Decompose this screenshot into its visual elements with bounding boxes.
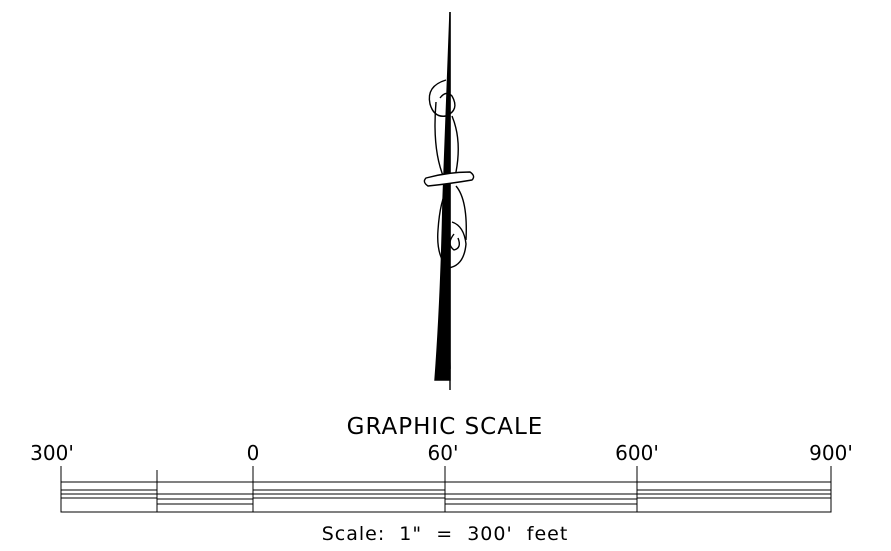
scale-segment <box>445 493 637 505</box>
scale-title: GRAPHIC SCALE <box>347 414 544 440</box>
scale-segment <box>253 489 445 499</box>
scale-segment <box>157 493 253 505</box>
scale-label: 0 <box>247 441 260 465</box>
scale-label: 900' <box>809 441 853 465</box>
scale-bar <box>60 466 832 513</box>
scale-label: 300' <box>30 441 74 465</box>
scale-bar-frame <box>60 481 832 513</box>
north-arrow-icon <box>423 11 475 390</box>
scale-label: 600' <box>615 441 659 465</box>
scale-label: 60' <box>428 441 459 465</box>
scale-segment <box>61 489 157 499</box>
scale-segment <box>637 489 831 499</box>
scale-caption: Scale: 1" = 300' feet <box>322 523 569 545</box>
